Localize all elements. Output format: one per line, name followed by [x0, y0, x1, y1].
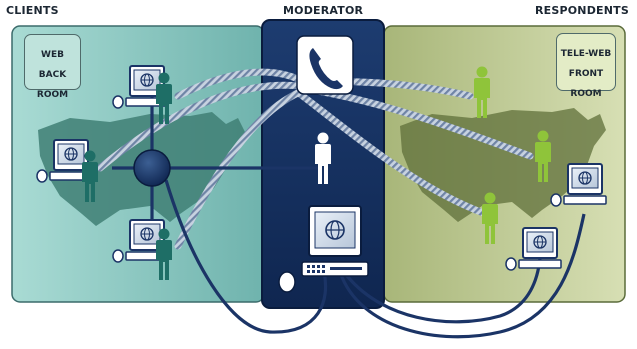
tele-web-front-room-line: ROOM	[570, 89, 602, 99]
web-back-room-line: ROOM	[36, 90, 69, 100]
tele-web-front-room-line: FRONT	[568, 69, 604, 79]
moderator-header: MODERATOR	[283, 4, 364, 17]
clients-header: CLIENTS	[6, 4, 59, 17]
tele-web-front-room-label: TELE-WEB FRONT ROOM	[556, 33, 616, 99]
telephone-icon	[296, 35, 354, 95]
web-back-room-line: WEB	[41, 50, 64, 60]
respondents-header: RESPONDENTS	[534, 4, 629, 17]
web-back-room-line: BACK	[38, 70, 67, 80]
moderator-computer-icon	[278, 205, 369, 293]
tele-web-front-room-line: TELE-WEB	[560, 49, 612, 59]
hub-icon	[133, 149, 171, 187]
network-cables	[112, 96, 586, 339]
web-back-room-label: WEB BACK ROOM	[24, 34, 81, 100]
